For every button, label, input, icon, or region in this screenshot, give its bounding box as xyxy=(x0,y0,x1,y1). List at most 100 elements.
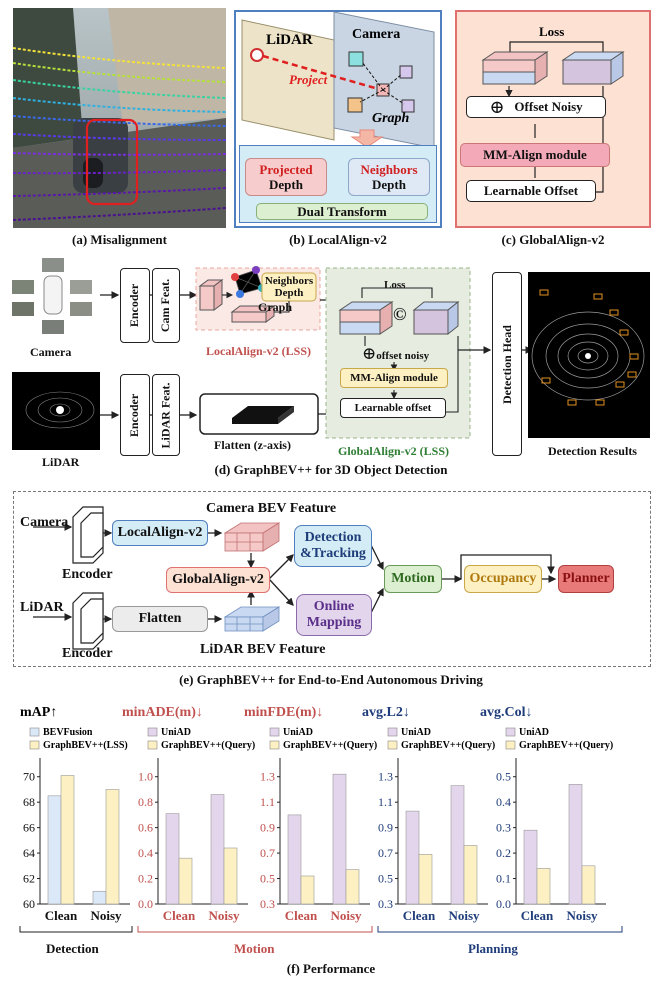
oplus-icon: ⊕ xyxy=(489,96,505,117)
legend-swatch xyxy=(387,740,398,750)
legend-label: UniAD xyxy=(519,727,549,738)
b-project-label: Project xyxy=(289,72,328,87)
bracket-planning xyxy=(377,926,623,933)
category-label: Clean xyxy=(403,908,436,923)
y-tick-label: 0.7 xyxy=(378,846,393,860)
camera-thumbnails xyxy=(12,258,92,334)
y-tick-label: 0.9 xyxy=(378,821,393,835)
d-offset-noisy: ⊕offset noisy xyxy=(362,344,429,364)
d-lidar-label: LiDAR xyxy=(42,455,80,469)
e-planner-box: Planner xyxy=(558,565,614,593)
d-flatten-label: Flatten (z-axis) xyxy=(214,438,291,452)
y-tick-label: 1.1 xyxy=(260,795,275,809)
category-label: Clean xyxy=(45,908,78,923)
y-tick-label: 68 xyxy=(23,795,35,809)
legend-label: GraphBEV++(LSS) xyxy=(43,740,128,751)
chart-title: minFDE(m)↓ xyxy=(244,705,323,720)
chart-title: avg.L2↓ xyxy=(362,705,410,720)
bar xyxy=(165,813,180,905)
caption-a: (a) Misalignment xyxy=(72,232,167,247)
neighbors-label: Neighbors xyxy=(360,162,418,177)
b-lidar-label: LiDAR xyxy=(266,32,313,48)
caption-b: (b) LocalAlign-v2 xyxy=(289,232,387,247)
category-label: Clean xyxy=(285,908,318,923)
bar xyxy=(345,869,360,905)
legend-label: UniAD xyxy=(161,727,191,738)
globalalign-diagram: Loss xyxy=(481,24,625,193)
dual-transform-box: Dual Transform xyxy=(256,203,428,220)
y-tick-label: 1.3 xyxy=(260,770,275,784)
bar xyxy=(581,865,596,905)
caption-e: (e) GraphBEV++ for End-to-End Autonomous… xyxy=(179,672,483,687)
misalignment-scene xyxy=(13,8,226,228)
bracket-detection xyxy=(19,926,133,933)
legend-label: UniAD xyxy=(401,727,431,738)
bar xyxy=(418,854,433,905)
y-tick-label: 66 xyxy=(23,821,35,835)
projected-label: Projected xyxy=(259,162,313,177)
category-label: Noisy xyxy=(208,908,240,923)
e-encoder-top: Encoder xyxy=(62,567,113,582)
e-occupancy-box: Occupancy xyxy=(464,565,542,593)
chart-title: minADE(m)↓ xyxy=(122,705,203,720)
y-tick-label: 1.3 xyxy=(378,770,393,784)
bar xyxy=(223,847,238,905)
offset-noisy-box: ⊕ Offset Noisy xyxy=(466,96,606,118)
category-label: Noisy xyxy=(330,908,362,923)
y-tick-label: 0.3 xyxy=(260,897,275,911)
y-tick-label: 0.5 xyxy=(496,770,511,784)
projection-diagram: LiDAR Camera Project Graph xyxy=(241,11,435,149)
y-tick-label: 0.6 xyxy=(138,821,153,835)
e-motion-box: Motion xyxy=(384,565,442,593)
y-tick-label: 1.1 xyxy=(378,795,393,809)
y-tick-label: 64 xyxy=(23,846,35,860)
e-localalign-box: LocalAlign-v2 xyxy=(112,520,208,546)
legend-label: UniAD xyxy=(283,727,313,738)
c-loss-label: Loss xyxy=(539,24,564,39)
bar xyxy=(300,875,315,905)
d-cam-feat: Cam Feat. xyxy=(152,268,180,343)
e-globalalign-box: GlobalAlign-v2 xyxy=(166,567,270,593)
bar xyxy=(536,868,551,905)
y-tick-label: 0.7 xyxy=(260,846,275,860)
d-depth-label: Depth xyxy=(274,287,304,299)
chart-title: mAP↑ xyxy=(20,705,57,720)
d-learnable-offset-box: Learnable offset xyxy=(340,398,446,418)
y-tick-label: 0.2 xyxy=(138,872,153,886)
d-camera-label: Camera xyxy=(30,345,72,359)
legend-swatch xyxy=(29,740,40,750)
b-camera-label: Camera xyxy=(352,27,400,42)
d-graph-label: Graph xyxy=(258,300,293,314)
e-detection-tracking-box: Detection &Tracking xyxy=(294,525,372,567)
y-tick-label: 0.0 xyxy=(138,897,153,911)
y-tick-label: 0.3 xyxy=(378,897,393,911)
y-tick-label: 0.1 xyxy=(496,872,511,886)
category-label: Noisy xyxy=(448,908,480,923)
y-tick-label: 70 xyxy=(23,770,35,784)
d-neighbors-depth: Neighbors Depth xyxy=(262,275,316,299)
e-camera-bev-label: Camera BEV Feature xyxy=(206,501,337,516)
e-flatten-box: Flatten xyxy=(112,606,208,632)
legend-label: GraphBEV++(Query) xyxy=(519,740,613,751)
d-mm-align-box: MM-Align module xyxy=(340,368,448,388)
bar xyxy=(47,795,62,905)
offset-noisy-label: Offset Noisy xyxy=(514,99,583,114)
e-encoder-bottom: Encoder xyxy=(62,646,113,661)
e2e-diagram xyxy=(33,506,557,650)
bar xyxy=(523,829,538,905)
copyright-icon: © xyxy=(393,304,407,324)
y-tick-label: 0.5 xyxy=(260,872,275,886)
d-camera-encoder: Encoder xyxy=(120,268,150,343)
caption-c: (c) GlobalAlign-v2 xyxy=(501,232,605,247)
category-label: Noisy xyxy=(566,908,598,923)
d-localalign-label: LocalAlign-v2 (LSS) xyxy=(206,344,312,358)
y-tick-label: 0.9 xyxy=(260,821,275,835)
neighbors-depth-label: Depth xyxy=(372,177,406,192)
bar xyxy=(105,789,120,905)
y-tick-label: 0.4 xyxy=(138,846,153,860)
y-tick-label: 0.5 xyxy=(378,872,393,886)
legend-label: GraphBEV++(Query) xyxy=(283,740,377,751)
learnable-offset-box: Learnable Offset xyxy=(466,180,596,202)
category-label: Noisy xyxy=(90,908,122,923)
chart-title: avg.Col↓ xyxy=(480,705,533,720)
